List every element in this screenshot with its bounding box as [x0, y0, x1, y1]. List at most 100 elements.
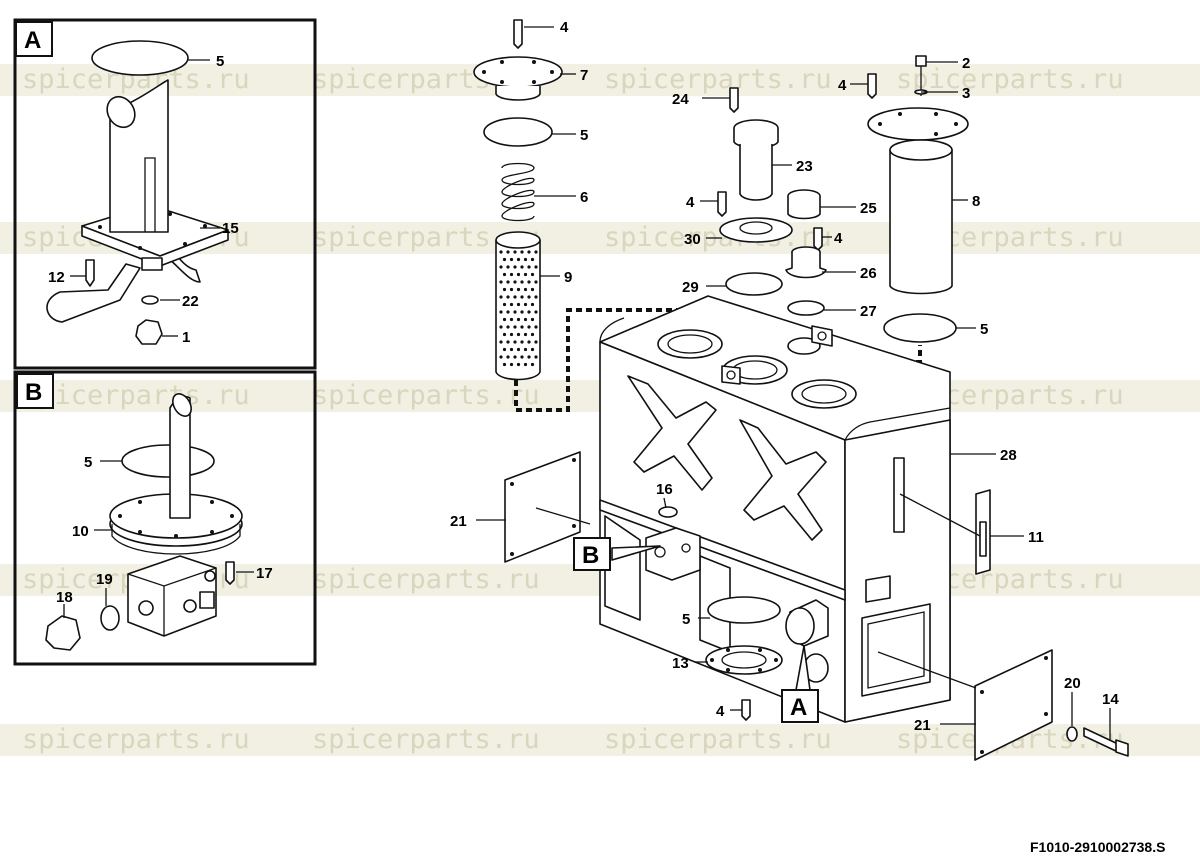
- gasket-5-bottom: [707, 596, 781, 624]
- inset-a-frame: [13, 18, 317, 370]
- callout-29: 29: [682, 279, 699, 296]
- callout-3: 3: [962, 85, 970, 102]
- callout-2: 2: [962, 55, 970, 72]
- cover-21-right: [974, 649, 1053, 761]
- watermark-text: spicerparts.ru: [604, 64, 832, 95]
- flange-30: [719, 217, 793, 243]
- gasket-ellipse: [121, 444, 215, 478]
- watermark-text: spicerparts.ru: [896, 64, 1124, 95]
- leader-lines: [476, 26, 1111, 740]
- outlet-opening: [785, 607, 815, 645]
- flange-10-skirt: [111, 524, 241, 555]
- watermark-text: spicerparts.ru: [312, 564, 540, 595]
- side-bracket: [865, 575, 891, 603]
- gasket-5: [883, 313, 957, 343]
- screw-12: [85, 259, 95, 287]
- bolt-14-head: [1115, 739, 1129, 757]
- watermark-text: spicerparts.ru: [22, 380, 250, 411]
- callout-14: 14: [1102, 691, 1119, 708]
- filter-element-8: [889, 149, 953, 295]
- valve-port: [183, 599, 197, 613]
- callout-28: 28: [1000, 447, 1017, 464]
- strainer-9: [495, 239, 541, 381]
- bolt-2: [915, 55, 927, 67]
- valve-port: [204, 570, 216, 582]
- lifting-eye: [811, 325, 833, 347]
- callout-9: 9: [564, 269, 572, 286]
- plug-18: [45, 615, 81, 651]
- sight-glass-window: [979, 521, 987, 557]
- washer-20: [1066, 726, 1078, 742]
- inset-a-label: A: [24, 27, 41, 54]
- inset-a-label-box: [15, 21, 53, 57]
- screw-4: [741, 699, 751, 721]
- callout-18: 18: [56, 589, 73, 606]
- callout-4: 4: [838, 77, 847, 94]
- callout-13: 13: [672, 655, 689, 672]
- callout-4: 4: [560, 19, 569, 36]
- main-assembly: 4 7 5 6 9 24 23 4 30 25 4 26 29 27 2 4 3…: [450, 19, 1129, 761]
- strainer-perforations: [499, 250, 538, 367]
- standpipe-opening: [106, 95, 136, 129]
- callout-4: 4: [686, 194, 695, 211]
- gasket-ellipse: [91, 40, 189, 76]
- tank-opening-3: [791, 379, 857, 409]
- cover-plate-7: [473, 56, 563, 88]
- front-rib-left: [627, 375, 717, 491]
- gasket-27: [787, 300, 825, 316]
- inset-a: A 5 15 12 22 1: [13, 18, 317, 370]
- callout-8: 8: [972, 193, 980, 210]
- cover-21-left: [504, 451, 581, 563]
- callout-17: 17: [256, 565, 273, 582]
- side-gauge-strip: [893, 457, 905, 533]
- screw-4: [513, 19, 523, 49]
- callout-10: 10: [72, 523, 89, 540]
- callout-4: 4: [834, 230, 843, 247]
- gasket-29: [725, 272, 783, 296]
- front-rib-right: [739, 419, 827, 541]
- watermark-text: spicerparts.ru: [312, 380, 540, 411]
- standpipe-slot: [144, 157, 156, 232]
- strainer-top: [495, 231, 541, 249]
- callout-5: 5: [980, 321, 988, 338]
- tank-opening-1: [657, 329, 723, 359]
- callout-1: 1: [182, 329, 190, 346]
- inset-b: B 5 10 17 19: [13, 370, 317, 666]
- inset-b-label-box: [16, 373, 54, 409]
- pointer-b-label: B: [582, 542, 599, 569]
- gasket-5: [483, 117, 553, 147]
- o-ring-22: [141, 295, 159, 305]
- callout-30: 30: [684, 231, 701, 248]
- callout-21: 21: [450, 513, 467, 530]
- side-hatch: [861, 603, 931, 697]
- screw-4: [867, 73, 877, 99]
- callout-21: 21: [914, 717, 931, 734]
- callout-20: 20: [1064, 675, 1081, 692]
- spring-6: [501, 162, 535, 222]
- filter-element-8-top: [889, 139, 953, 161]
- callout-16: 16: [656, 481, 673, 498]
- hose-pipe: [46, 263, 141, 323]
- callout-4: 4: [716, 703, 725, 720]
- screw-4: [813, 227, 823, 251]
- callout-15: 15: [222, 220, 239, 237]
- plug-16: [658, 506, 678, 518]
- valve-block: [645, 527, 701, 581]
- watermark-text: spicerparts.ru: [22, 724, 250, 755]
- flange-13: [705, 645, 783, 675]
- pointer-a-box: [781, 689, 819, 723]
- adapter-26: [785, 252, 827, 279]
- callout-19: 19: [96, 571, 113, 588]
- inset-b-frame: [13, 370, 317, 666]
- callout-12: 12: [48, 269, 65, 286]
- callout-5: 5: [84, 454, 92, 471]
- callout-5: 5: [580, 127, 588, 144]
- screw-17: [225, 561, 235, 585]
- fitting: [141, 257, 163, 271]
- callout-5: 5: [682, 611, 690, 628]
- callout-6: 6: [580, 189, 588, 206]
- b-pipe-opening: [172, 393, 192, 417]
- pointer-a-label: A: [790, 694, 807, 721]
- tank-crossbar: [599, 499, 846, 601]
